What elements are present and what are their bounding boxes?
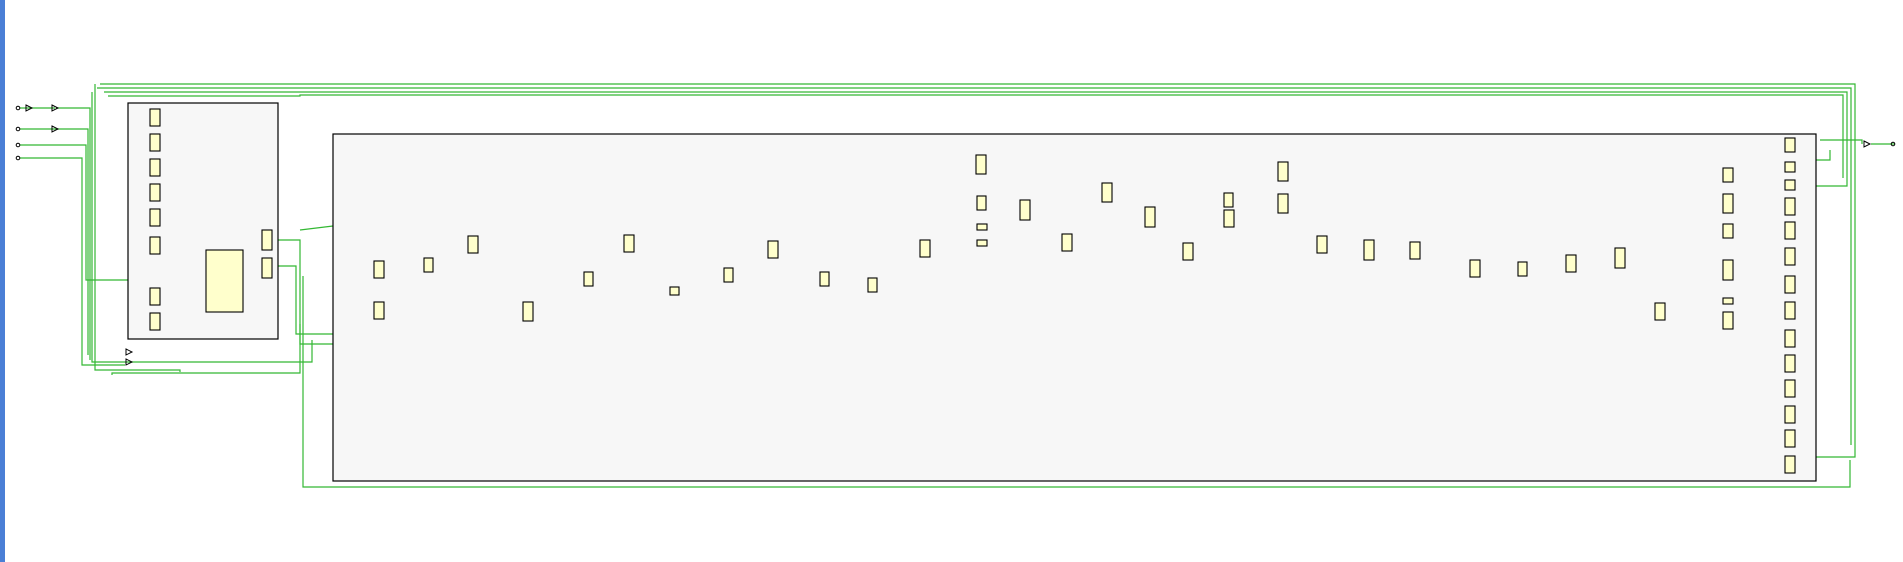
window-edge-accent: [0, 0, 5, 562]
logic-cell: [423, 257, 434, 273]
logic-cell: [1363, 239, 1375, 261]
buffer-triangle-icon: [51, 104, 60, 112]
logic-cell: [1277, 161, 1289, 182]
logic-cell: [149, 312, 161, 331]
logic-cell: [1565, 254, 1577, 273]
logic-cell: [723, 267, 734, 283]
logic-cell: [1614, 247, 1626, 269]
logic-cell: [149, 108, 161, 127]
buffer-triangle-icon: [51, 125, 60, 133]
logic-cell: [1469, 259, 1481, 278]
logic-cell: [1182, 242, 1194, 261]
logic-cell: [669, 286, 680, 296]
logic-cell: [149, 133, 161, 152]
logic-cell: [1722, 297, 1734, 305]
logic-cell: [1784, 137, 1796, 153]
logic-cell: [1784, 354, 1796, 373]
logic-cell: [261, 257, 273, 279]
wire-outer-top: [100, 83, 1856, 458]
input-port-icon: [15, 126, 21, 132]
buffer-triangle-icon: [1863, 140, 1872, 148]
logic-cell: [1316, 235, 1328, 254]
wire: [274, 265, 333, 335]
wire: [104, 91, 1848, 187]
logic-cell: [1722, 167, 1734, 183]
input-port-icon: [15, 105, 21, 111]
logic-cell: [1784, 379, 1796, 398]
wire: [108, 94, 1844, 178]
logic-cell: [1784, 455, 1796, 474]
wire: [97, 87, 1852, 445]
logic-cell: [149, 287, 161, 306]
logic-cell: [261, 229, 273, 251]
logic-cell: [1144, 206, 1156, 228]
logic-cells: [149, 108, 1796, 474]
wire-bundle: [1820, 139, 1863, 144]
logic-cell: [1722, 223, 1734, 239]
logic-cell: [373, 260, 385, 279]
logic-cell: [1784, 221, 1796, 240]
buffer-triangle-icon: [125, 348, 134, 356]
logic-cell: [1784, 161, 1796, 173]
buffer-triangle-icon: [125, 358, 134, 366]
output-port-icon: [1890, 141, 1896, 147]
logic-cell: [373, 301, 385, 320]
logic-cell: [919, 239, 931, 258]
logic-cell: [976, 239, 988, 247]
logic-cell: [975, 154, 987, 175]
wire: [20, 157, 125, 366]
logic-cell: [1784, 429, 1796, 448]
logic-cell: [1409, 241, 1421, 260]
logic-cell: [149, 183, 161, 202]
logic-cell: [1654, 302, 1666, 321]
wire: [20, 144, 130, 281]
wire: [94, 84, 181, 372]
logic-cell: [1019, 199, 1031, 221]
wire: [56, 107, 91, 360]
logic-cell: [819, 271, 830, 287]
logic-cell: [1223, 192, 1234, 208]
logic-cell: [767, 240, 779, 259]
logic-cell: [1784, 329, 1796, 348]
logic-cell: [1784, 247, 1796, 266]
logic-cell: [1784, 301, 1796, 320]
wire: [299, 225, 334, 231]
logic-cell: [583, 271, 594, 287]
logic-cell: [1784, 275, 1796, 294]
buffer-triangle-icon: [25, 104, 34, 112]
logic-cell: [1517, 261, 1528, 277]
logic-cell: [1061, 233, 1073, 252]
wire-bottom-return: [302, 276, 1851, 488]
wire: [91, 92, 313, 363]
logic-cell: [522, 301, 534, 322]
logic-cell: [1784, 179, 1796, 191]
logic-cell: [149, 236, 161, 255]
logic-cell: [1784, 197, 1796, 216]
logic-cell: [149, 208, 161, 227]
logic-cell: [623, 234, 635, 253]
wire: [20, 128, 89, 355]
wire: [274, 239, 333, 345]
memory-block: [205, 249, 244, 313]
logic-cell: [1101, 182, 1113, 203]
logic-cell: [1277, 193, 1289, 214]
hier-block-main: [332, 133, 1817, 482]
logic-cell: [149, 158, 161, 177]
logic-cell: [1722, 193, 1734, 214]
io-ports: [15, 104, 1896, 366]
wire: [111, 324, 301, 375]
logic-cell: [1784, 405, 1796, 424]
input-port-icon: [15, 155, 21, 161]
input-port-icon: [15, 142, 21, 148]
logic-cell: [867, 277, 878, 293]
logic-cell: [467, 235, 479, 254]
logic-cell: [976, 223, 988, 231]
logic-cell: [976, 195, 987, 211]
logic-cell: [1722, 311, 1734, 330]
hierarchy-blocks: [127, 102, 1817, 482]
logic-cell: [1722, 259, 1734, 281]
logic-cell: [1223, 209, 1235, 228]
